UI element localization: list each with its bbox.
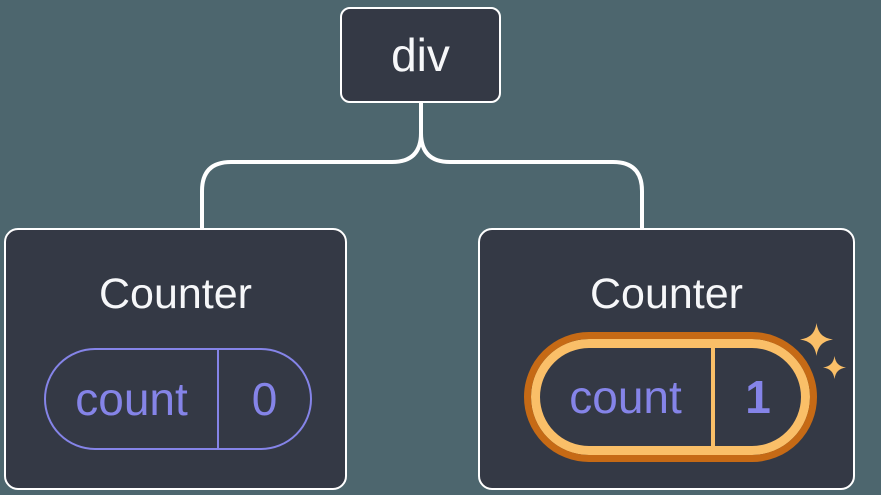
counter-card-left: Counter count 0 bbox=[4, 228, 347, 490]
state-value: 1 bbox=[745, 371, 771, 423]
state-pill: count 0 bbox=[44, 348, 312, 450]
root-node-label: div bbox=[391, 29, 450, 81]
state-value: 0 bbox=[251, 373, 278, 425]
root-node: div bbox=[340, 7, 501, 103]
connector-right-branch bbox=[419, 103, 644, 229]
connector-left-branch bbox=[200, 103, 423, 229]
sparkle-icon-small bbox=[823, 356, 846, 379]
sparkle-icon-large bbox=[800, 323, 833, 356]
component-title: Counter bbox=[590, 269, 743, 318]
state-pill-highlighted: count 1 bbox=[524, 332, 817, 462]
state-divider bbox=[217, 350, 219, 448]
state-key: count bbox=[75, 373, 188, 425]
state-key: count bbox=[569, 371, 682, 423]
component-title: Counter bbox=[99, 269, 252, 318]
state-divider bbox=[711, 348, 715, 446]
counter-card-right: Counter count 1 bbox=[478, 228, 855, 490]
